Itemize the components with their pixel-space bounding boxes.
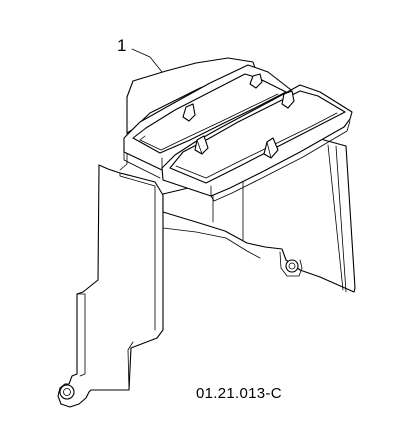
part-number-label: 01.21.013-C <box>196 385 282 402</box>
callout-number: 1 <box>117 36 127 55</box>
bottom-bolt <box>59 384 75 400</box>
right-bolt <box>279 251 303 277</box>
tray-clip-top <box>182 103 196 122</box>
tray-clip-right <box>281 90 295 109</box>
tray-clip-left <box>194 135 209 155</box>
tray-clip-back <box>249 73 263 89</box>
tray-clip-center <box>263 137 279 159</box>
rear-housing <box>57 164 164 408</box>
front-tray <box>161 84 353 202</box>
callout-leader-line <box>131 48 163 73</box>
